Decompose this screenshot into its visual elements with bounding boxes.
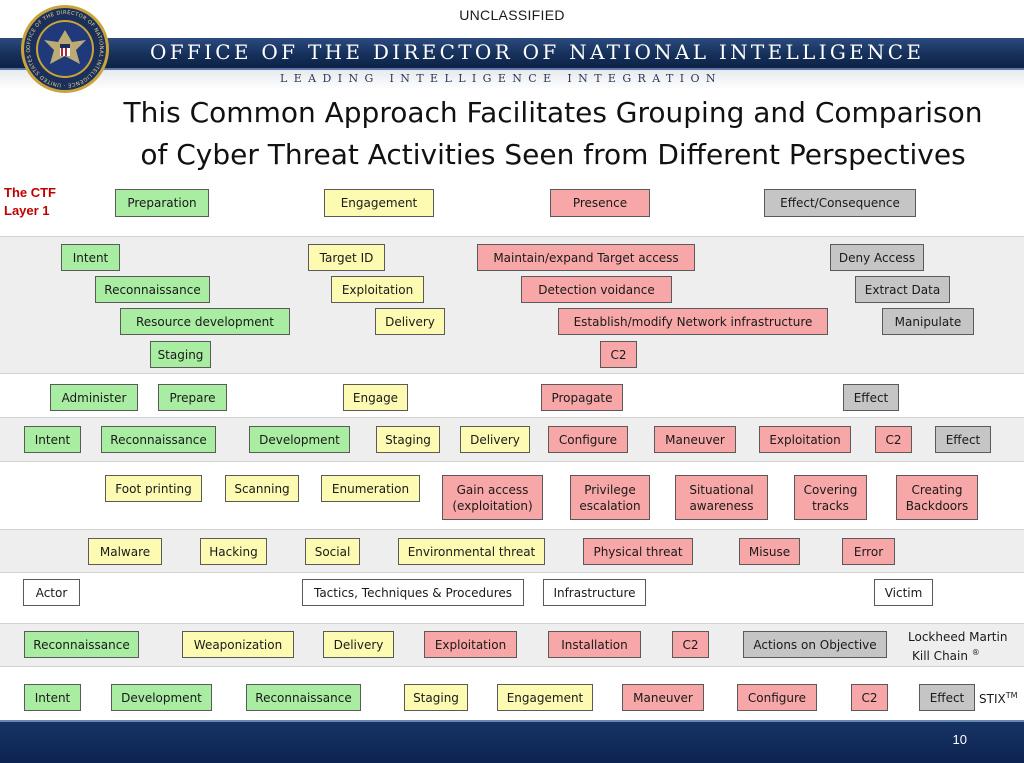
ctf2-detection-voidance: Detection voidance: [521, 276, 672, 303]
row5-privilege-escalation: Privilege escalation: [570, 475, 650, 520]
killchain-delivery: Delivery: [323, 631, 394, 658]
tagline: LEADING INTELLIGENCE INTEGRATION: [280, 72, 722, 85]
org-name: OFFICE OF THE DIRECTOR OF NATIONAL INTEL…: [150, 40, 925, 64]
row4-intent: Intent: [24, 426, 81, 453]
ctf-label-line-2: Layer 1: [4, 203, 50, 218]
tagline-bar: [0, 70, 1024, 90]
ctf2-reconnaissance: Reconnaissance: [95, 276, 210, 303]
row5-scanning: Scanning: [225, 475, 299, 502]
row4-reconnaissance: Reconnaissance: [101, 426, 216, 453]
ctf-engagement: Engagement: [324, 189, 434, 217]
stix-c2: C2: [851, 684, 888, 711]
row3-engage: Engage: [343, 384, 408, 411]
killchain-installation: Installation: [548, 631, 641, 658]
killchain-exploitation: Exploitation: [424, 631, 517, 658]
row7-ttp: Tactics, Techniques & Procedures: [302, 579, 524, 606]
row6-environmental-threat: Environmental threat: [398, 538, 545, 565]
kill-chain-label-line-1: Lockheed Martin: [908, 630, 1008, 644]
killchain-c2: C2: [672, 631, 709, 658]
ctf2-delivery: Delivery: [375, 308, 445, 335]
stix-intent: Intent: [24, 684, 81, 711]
row4-development: Development: [249, 426, 350, 453]
row3-effect: Effect: [843, 384, 899, 411]
ctf2-establish-network-infrastructure: Establish/modify Network infrastructure: [558, 308, 828, 335]
row6-misuse: Misuse: [739, 538, 800, 565]
row4-exploitation: Exploitation: [759, 426, 851, 453]
slide-title: This Common Approach Facilitates Groupin…: [110, 92, 996, 176]
row3-propagate: Propagate: [541, 384, 623, 411]
row7-infrastructure: Infrastructure: [543, 579, 646, 606]
ctf-effect-consequence: Effect/Consequence: [764, 189, 916, 217]
title-line-1: This Common Approach Facilitates Groupin…: [123, 96, 983, 129]
classification-marking: UNCLASSIFIED: [459, 7, 565, 23]
stix-reconnaissance: Reconnaissance: [246, 684, 361, 711]
ctf2-manipulate: Manipulate: [882, 308, 974, 335]
registered-mark: ®: [971, 648, 980, 657]
row6-social: Social: [305, 538, 360, 565]
ctf2-target-id: Target ID: [308, 244, 385, 271]
row6-error: Error: [842, 538, 895, 565]
row4-c2: C2: [875, 426, 912, 453]
row5-covering-tracks: Covering tracks: [794, 475, 867, 520]
stix-label-text: STIX: [979, 692, 1006, 706]
stix-configure: Configure: [737, 684, 817, 711]
ctf2-staging: Staging: [150, 341, 211, 368]
row5-foot-printing: Foot printing: [105, 475, 202, 502]
title-line-2: of Cyber Threat Activities Seen from Dif…: [140, 138, 966, 171]
row7-actor: Actor: [23, 579, 80, 606]
row4-staging: Staging: [376, 426, 440, 453]
trademark-mark: TM: [1005, 691, 1018, 700]
header-banner: OFFICE OF THE DIRECTOR OF NATIONAL INTEL…: [0, 38, 1024, 70]
row4-maneuver: Maneuver: [654, 426, 736, 453]
row6-malware: Malware: [88, 538, 162, 565]
row3-prepare: Prepare: [158, 384, 227, 411]
ctf2-deny-access: Deny Access: [830, 244, 924, 271]
ctf-layer-label: The CTF Layer 1: [4, 184, 56, 220]
ctf-label-line-1: The CTF: [4, 185, 56, 200]
row4-delivery: Delivery: [460, 426, 530, 453]
killchain-weaponization: Weaponization: [182, 631, 294, 658]
stix-engagement: Engagement: [497, 684, 593, 711]
kill-chain-label-line-2: Kill Chain ®: [908, 645, 1007, 664]
ctf-presence: Presence: [550, 189, 650, 217]
kill-chain-label-text: Kill Chain: [912, 649, 968, 663]
row6-physical-threat: Physical threat: [583, 538, 693, 565]
ctf2-c2: C2: [600, 341, 637, 368]
ctf2-intent: Intent: [61, 244, 120, 271]
ctf2-maintain-target-access: Maintain/expand Target access: [477, 244, 695, 271]
row4-configure: Configure: [548, 426, 628, 453]
row5-gain-access: Gain access (exploitation): [442, 475, 543, 520]
ctf-preparation: Preparation: [115, 189, 209, 217]
row7-victim: Victim: [874, 579, 933, 606]
stix-development: Development: [111, 684, 212, 711]
row5-creating-backdoors: Creating Backdoors: [896, 475, 978, 520]
footer-bar: 10: [0, 720, 1024, 763]
stix-staging: Staging: [404, 684, 468, 711]
killchain-actions-on-objective: Actions on Objective: [743, 631, 887, 658]
ctf2-resource-development: Resource development: [120, 308, 290, 335]
killchain-reconnaissance: Reconnaissance: [24, 631, 139, 658]
ctf2-extract-data: Extract Data: [855, 276, 950, 303]
row5-situational-awareness: Situational awareness: [675, 475, 768, 520]
row6-hacking: Hacking: [200, 538, 267, 565]
ctf2-exploitation: Exploitation: [331, 276, 424, 303]
row5-enumeration: Enumeration: [321, 475, 420, 502]
odni-seal-logo: OFFICE OF THE DIRECTOR OF NATIONAL INTEL…: [20, 4, 109, 93]
stix-label: STIXTM: [979, 688, 1018, 707]
stix-effect: Effect: [919, 684, 975, 711]
page-number: 10: [952, 732, 967, 747]
kill-chain-label: Lockheed Martin Kill Chain ®: [908, 629, 1007, 664]
row3-administer: Administer: [50, 384, 138, 411]
stix-maneuver: Maneuver: [622, 684, 704, 711]
row4-effect: Effect: [935, 426, 991, 453]
